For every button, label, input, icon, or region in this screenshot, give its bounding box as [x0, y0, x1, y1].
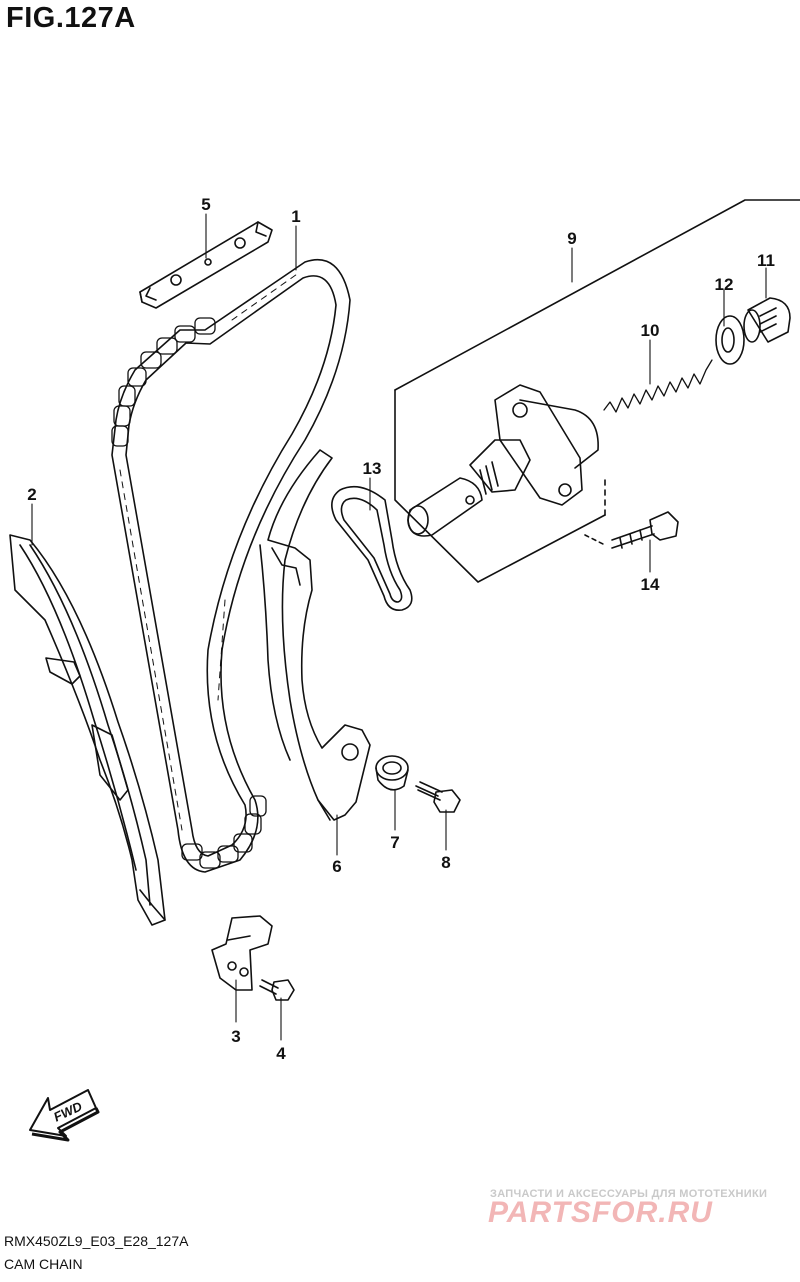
callout-5: 5 [201, 195, 210, 214]
callout-12: 12 [715, 275, 734, 294]
bolt-tensioner [611, 511, 679, 549]
leader-lines [31, 213, 767, 1041]
figure-title: FIG.127A [6, 2, 136, 34]
chain-guide-plate [139, 221, 273, 309]
chain-guide-rear [9, 534, 166, 926]
callout-1: 1 [291, 207, 300, 226]
callout-6: 6 [332, 857, 341, 876]
washer [715, 315, 745, 365]
callout-8: 8 [441, 853, 450, 872]
watermark-logo: PARTSFOR.RU [488, 1196, 713, 1229]
gasket [331, 485, 413, 612]
fwd-arrow-icon: FWD [29, 1089, 100, 1142]
callout-11: 11 [757, 251, 775, 270]
watermark-tagline: ЗАПЧАСТИ И АКСЕССУАРЫ ДЛЯ МОТОТЕХНИКИ [490, 1188, 768, 1200]
callout-10: 10 [641, 321, 660, 340]
cam-chain [111, 258, 351, 873]
callout-9: 9 [567, 229, 576, 248]
plug-bolt [743, 297, 791, 343]
tensioner-spring [603, 359, 713, 413]
callout-13: 13 [363, 459, 382, 478]
bush [375, 755, 409, 791]
bracket [211, 915, 273, 991]
callout-14: 14 [641, 575, 660, 594]
callout-3: 3 [231, 1027, 240, 1046]
figure-caption: CAM CHAIN [4, 1256, 83, 1272]
callout-4: 4 [276, 1044, 286, 1063]
tensioner-assembly-box [394, 199, 800, 583]
callout-2: 2 [27, 485, 36, 504]
tensioner-body [407, 384, 599, 537]
callout-7: 7 [390, 833, 399, 852]
bolt-bracket [259, 979, 295, 1001]
callouts: 5 1 2 3 4 6 7 8 9 10 11 12 13 14 [27, 195, 775, 1063]
chain-tensioner-guide [259, 449, 371, 821]
bolt-guide [415, 781, 461, 813]
figure-code: RMX450ZL9_E03_E28_127A [4, 1233, 189, 1249]
